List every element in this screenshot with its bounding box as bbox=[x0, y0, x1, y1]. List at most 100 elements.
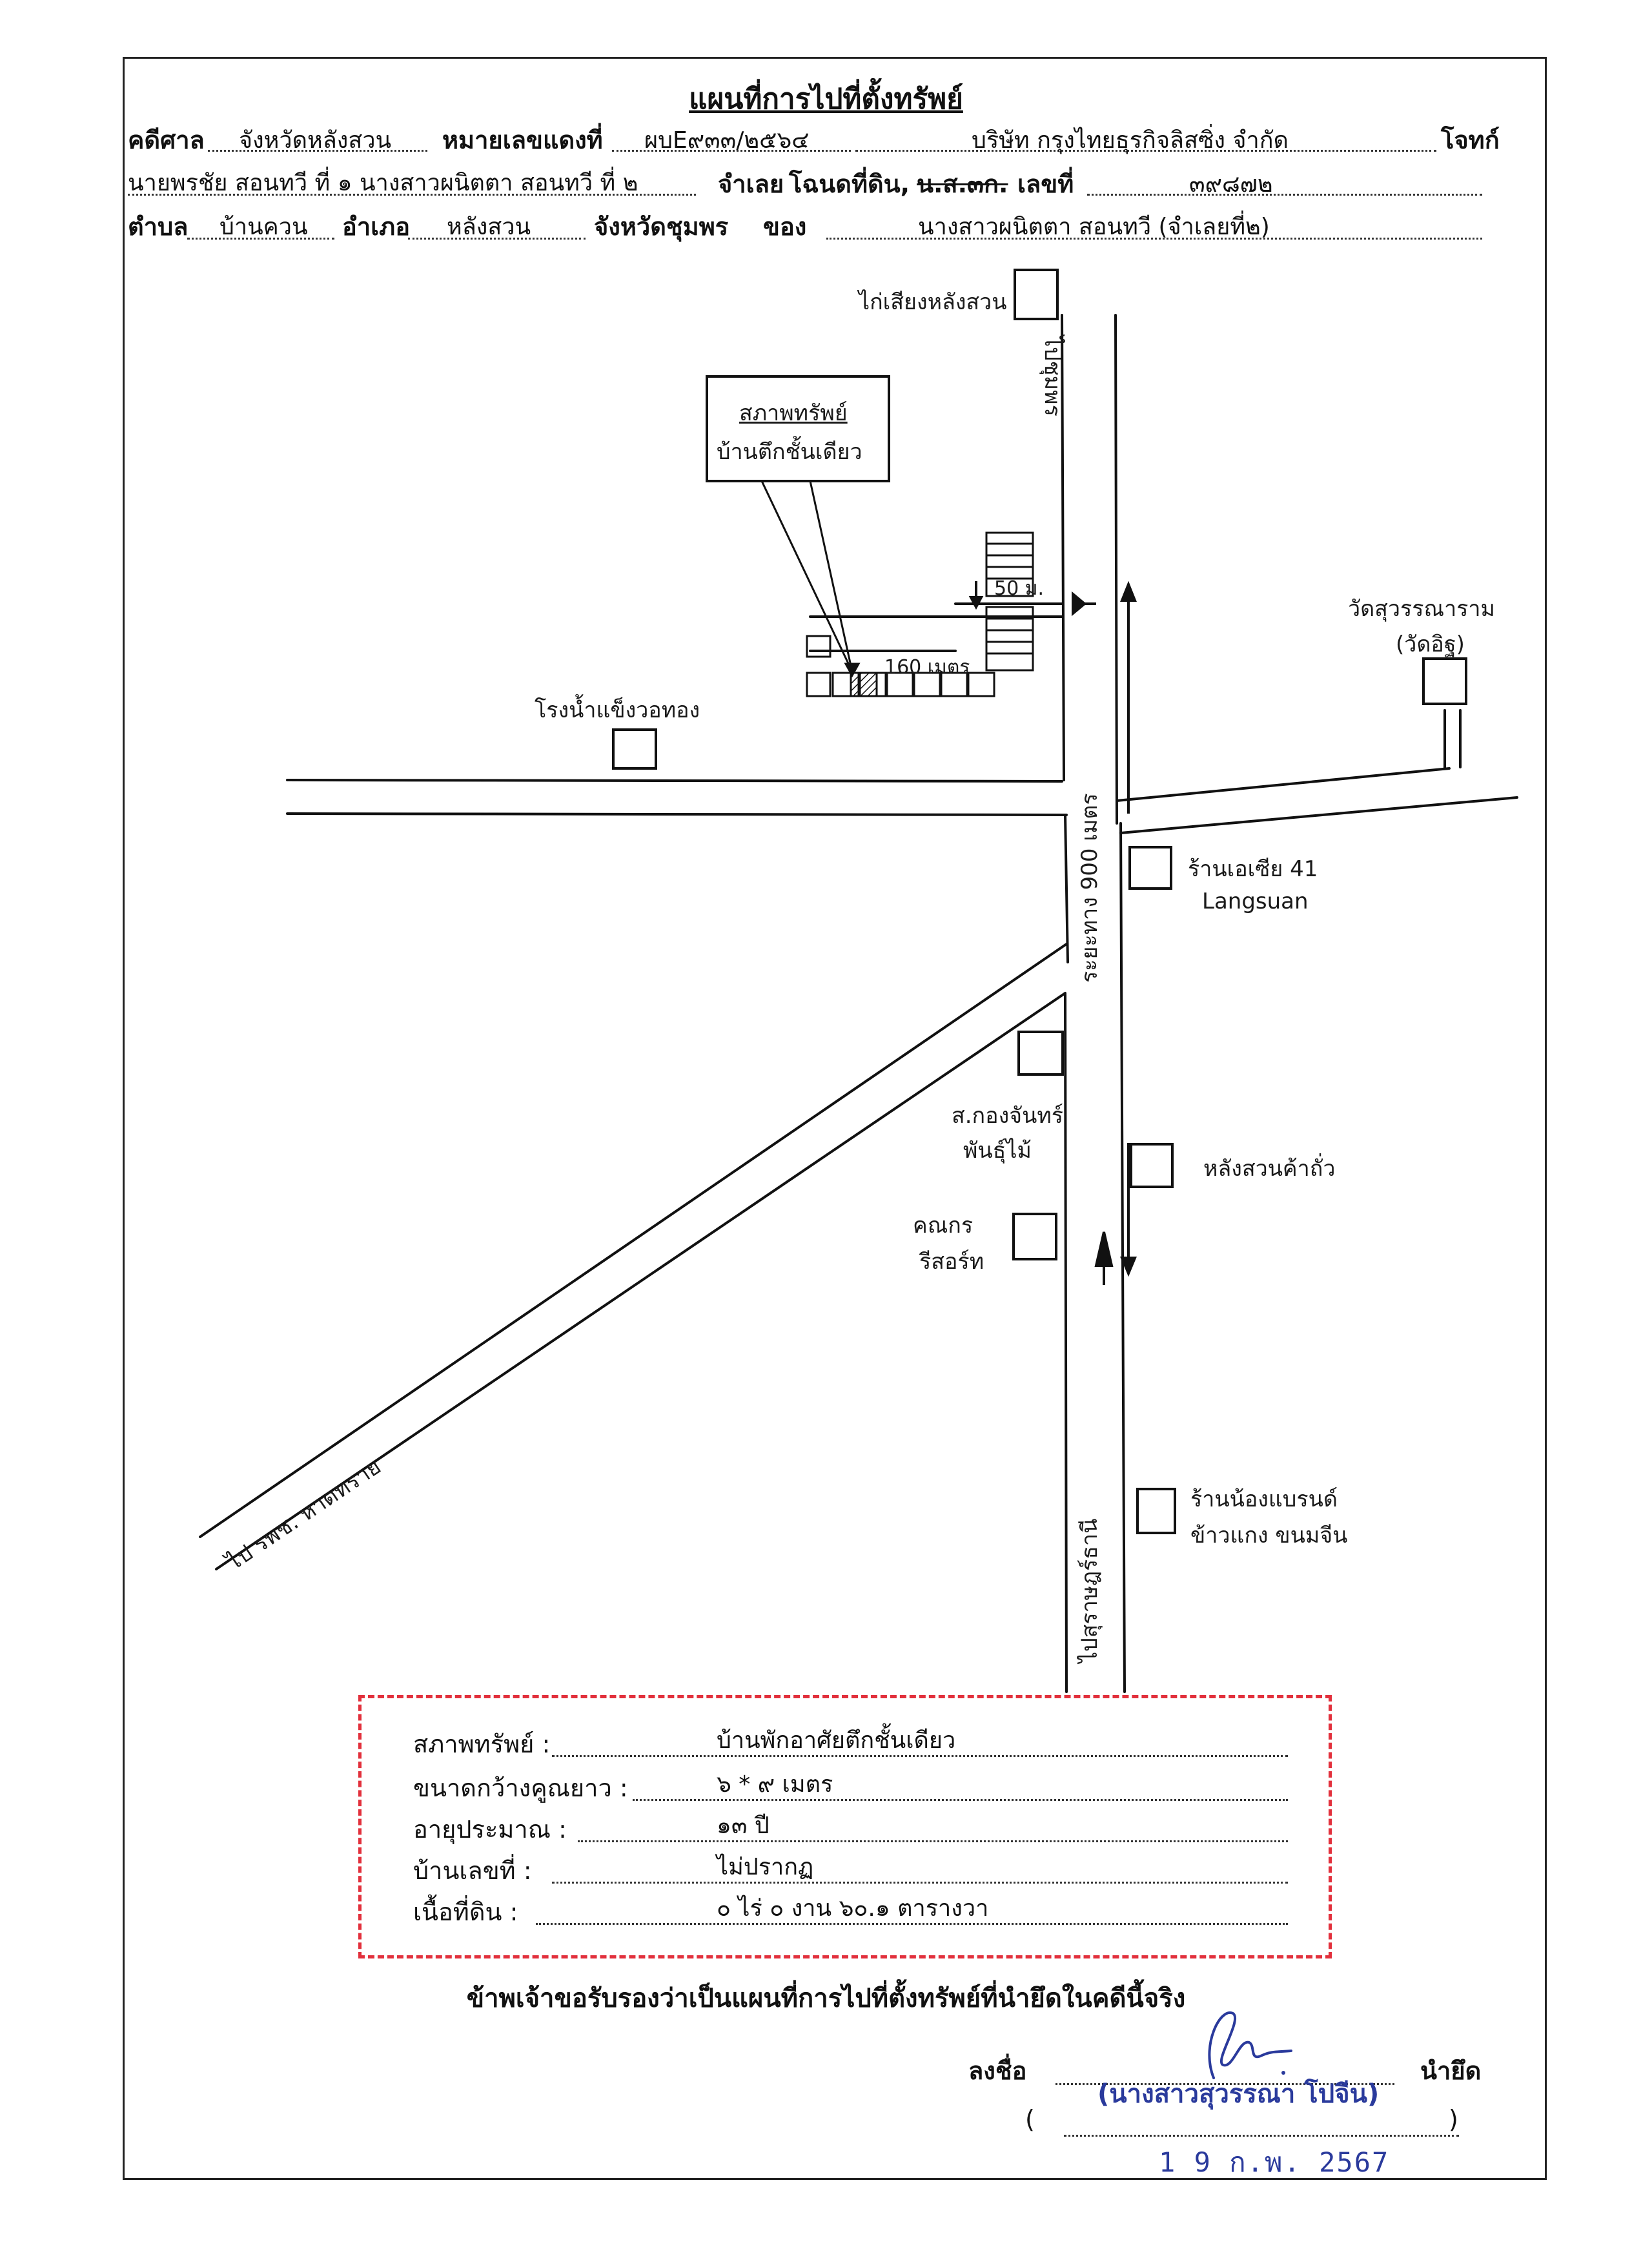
defendant-label: จำเลย bbox=[718, 170, 784, 198]
owner-dots bbox=[826, 238, 1482, 240]
date-stamp: 1 9 ก.พ. 2567 bbox=[1159, 2146, 1390, 2178]
defendants-value: นายพรชัย สอนทวี ที่ ๑ นางสาวผนิตตา สอนทว… bbox=[128, 170, 638, 196]
south-arrow-head bbox=[1120, 1257, 1137, 1277]
callout-leader bbox=[760, 480, 853, 672]
condition-dots bbox=[552, 1755, 1288, 1757]
signer-name: (นางสาวสุวรรณา โปจีน) bbox=[1097, 2079, 1380, 2109]
size-label: ขนาดกว้างคูณยาว : bbox=[413, 1774, 628, 1802]
chicken-shop-box bbox=[1014, 269, 1059, 320]
north-arrow-head bbox=[1120, 581, 1137, 602]
west-road-top bbox=[286, 779, 1063, 783]
district-dots bbox=[408, 238, 586, 240]
certification-text: ข้าพเจ้าขอรับรองว่าเป็นแผนที่การไปที่ตั้… bbox=[466, 1984, 1186, 2013]
court-value: จังหวัดหลังสวน bbox=[239, 127, 392, 154]
ice-factory-box bbox=[612, 728, 657, 770]
house-no-value: ไม่ปรากฏ bbox=[717, 1854, 814, 1880]
row-house-5 bbox=[886, 672, 914, 697]
row-house-2 bbox=[806, 672, 831, 697]
label-ice-factory: โรงน้ำแข็งวอทอง bbox=[535, 697, 700, 723]
case-no-label: หมายเลขแดงที่ bbox=[442, 126, 603, 154]
label-to-chumphon: ไปชุมพร bbox=[1039, 336, 1065, 416]
main-road-left-edge bbox=[1061, 314, 1069, 1693]
label-temple-2: (วัดอิฐ) bbox=[1396, 632, 1465, 657]
case-no-value: ผบE๙๓๓/๒๕๖๔ bbox=[644, 127, 810, 154]
deed-label: โฉนดที่ดิน, bbox=[789, 170, 910, 198]
row-house-8 bbox=[967, 672, 995, 697]
district-value: หลังสวน bbox=[447, 214, 531, 240]
row-house-7 bbox=[940, 672, 968, 697]
label-resort-1: คณกร bbox=[913, 1213, 974, 1239]
condition-label: สภาพทรัพย์ : bbox=[413, 1730, 551, 1758]
subdistrict-label: ตำบล bbox=[128, 212, 189, 241]
age-value: ๑๓ ปี bbox=[717, 1813, 770, 1839]
diagonal-road-bottom bbox=[215, 992, 1066, 1570]
label-plant-1: ส.กองจันทร์ bbox=[952, 1103, 1064, 1129]
house-no-label: บ้านเลขที่ : bbox=[413, 1856, 532, 1885]
age-dots bbox=[578, 1840, 1288, 1842]
name-dots bbox=[1064, 2135, 1459, 2137]
label-langsuan-store: หลังสวนค้าถั่ว bbox=[1203, 1156, 1336, 1182]
case-no-dots bbox=[612, 150, 851, 152]
diagonal-road-top bbox=[199, 943, 1068, 1538]
label-dist-900: ระยะทาง 900 เมตร bbox=[1077, 793, 1103, 983]
label-dist-160: 160 เมตร bbox=[884, 656, 970, 679]
label-asia-2: Langsuan bbox=[1202, 889, 1309, 914]
plaintiff-dots bbox=[855, 150, 1436, 152]
sign-label: ลงชื่อ bbox=[968, 2057, 1027, 2085]
plaintiff-value: บริษัท กรุงไทยธุรกิจลิสซิ่ง จำกัด bbox=[972, 127, 1289, 154]
plant-shop-box bbox=[1017, 1031, 1064, 1076]
resort-box bbox=[1012, 1213, 1057, 1260]
label-brand-1: ร้านน้องแบรนด์ bbox=[1190, 1486, 1338, 1512]
label-temple-1: วัดสุวรรณาราม bbox=[1348, 596, 1495, 622]
label-property-2: บ้านตึกชั้นเดียว bbox=[717, 439, 862, 465]
label-brand-2: ข้าวแกง ขนมจีน bbox=[1190, 1523, 1348, 1548]
row-house-1 bbox=[806, 635, 831, 658]
subdistrict-dots bbox=[187, 238, 334, 240]
target-house bbox=[850, 672, 878, 697]
east-road-bottom bbox=[1119, 796, 1518, 834]
west-road-bottom bbox=[286, 812, 1068, 816]
label-resort-2: รีสอร์ท bbox=[919, 1249, 984, 1275]
court-label: คดีศาล bbox=[128, 126, 205, 154]
defendants-dots bbox=[128, 194, 696, 196]
plaintiff-label: โจทก์ bbox=[1441, 126, 1500, 154]
temple-access-road bbox=[1443, 709, 1462, 770]
owner-label: ของ bbox=[763, 212, 807, 241]
condition-value: บ้านพักอาศัยตึกชั้นเดียว bbox=[717, 1727, 956, 1754]
label-property-1: สภาพทรัพย์ bbox=[739, 400, 848, 426]
number-label: เลขที่ bbox=[1017, 170, 1074, 198]
up-arrow-marker bbox=[1094, 1231, 1114, 1267]
asia-shop-box bbox=[1128, 846, 1172, 890]
temple-box bbox=[1422, 657, 1467, 705]
property-info-box: สภาพทรัพย์ : บ้านพักอาศัยตึกชั้นเดียว ขน… bbox=[358, 1695, 1332, 1958]
size-value: ๖ * ๙ เมตร bbox=[717, 1771, 833, 1798]
main-road-right-edge bbox=[1114, 314, 1126, 1693]
page-title: แผนที่การไปที่ตั้งทรัพย์ bbox=[689, 83, 963, 116]
court-dots bbox=[208, 150, 427, 152]
age-label: อายุประมาณ : bbox=[413, 1815, 567, 1844]
province-label: จังหวัดชุมพร bbox=[594, 212, 729, 241]
signature-mark bbox=[1208, 2011, 1292, 2079]
land-area-dots bbox=[536, 1923, 1288, 1925]
open-paren: ( bbox=[1025, 2105, 1035, 2133]
house-no-dots bbox=[552, 1882, 1288, 1884]
close-paren: ) bbox=[1449, 2105, 1458, 2133]
building-block-north bbox=[985, 531, 1034, 597]
label-plant-2: พันธุ์ไม้ bbox=[963, 1138, 1032, 1164]
land-area-label: เนื้อที่ดิน : bbox=[413, 1898, 518, 1926]
deed-struck: น.ส.๓ก. bbox=[917, 170, 1008, 198]
page-frame bbox=[123, 57, 1547, 2180]
brand-shop-box bbox=[1136, 1488, 1176, 1534]
row-house-6 bbox=[913, 672, 941, 697]
role-label: นำยึด bbox=[1420, 2057, 1482, 2085]
subdistrict-value: บ้านควน bbox=[219, 214, 308, 240]
number-value: ๓๙๘๗๒ bbox=[1189, 171, 1273, 198]
number-dots bbox=[1087, 194, 1482, 196]
district-label: อำเภอ bbox=[342, 212, 411, 241]
sign-dots bbox=[1055, 2083, 1394, 2085]
label-asia-1: ร้านเอเซีย 41 bbox=[1188, 856, 1318, 882]
langsuan-store-box bbox=[1130, 1143, 1174, 1188]
land-area-value: ๐ ไร่ ๐ งาน ๖๐.๑ ตารางวา bbox=[717, 1895, 989, 1922]
label-chicken-shop: ไก่เสียงหลังสวน bbox=[859, 289, 1007, 315]
